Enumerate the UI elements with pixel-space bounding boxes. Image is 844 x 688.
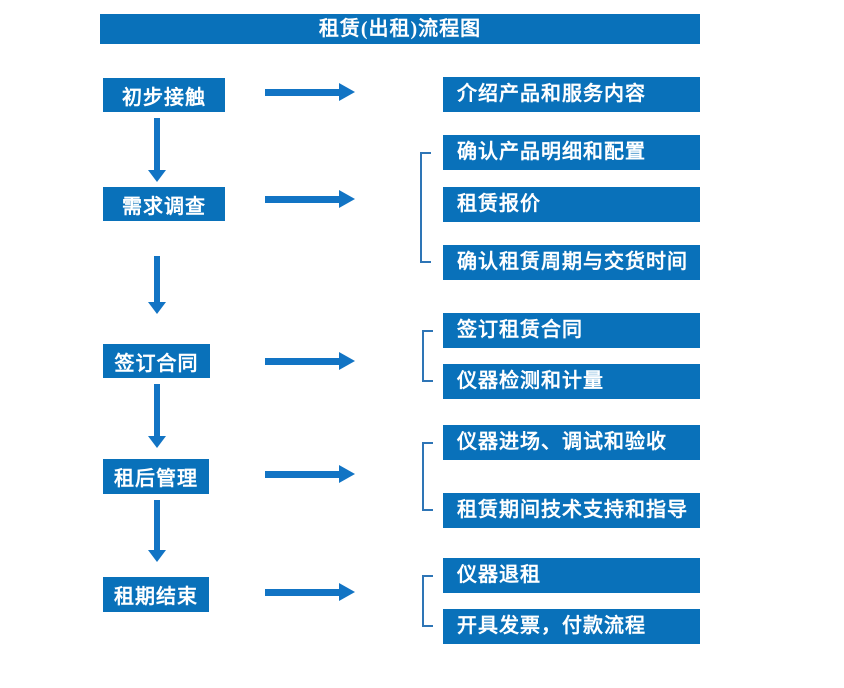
down-arrow-connector-4 — [148, 500, 166, 562]
detail-box-tech-support: 租赁期间技术支持和指导 — [443, 493, 700, 528]
detail-box-rental-quote: 租赁报价 — [443, 187, 700, 222]
arrow-shaft — [265, 470, 339, 478]
down-arrow-connector-3 — [148, 384, 166, 448]
arrow-head — [148, 170, 166, 182]
arrow-head — [148, 436, 166, 448]
arrow-shaft — [154, 500, 160, 550]
group-bracket-sign-contract — [422, 330, 433, 382]
group-bracket-rental-end — [422, 575, 433, 627]
down-arrow-connector-2 — [148, 256, 166, 314]
arrow-shaft — [265, 357, 339, 365]
detail-box-intro-products: 介绍产品和服务内容 — [443, 77, 700, 112]
step-sign-contract: 签订合同 — [103, 344, 210, 378]
arrow-head — [339, 352, 355, 370]
detail-box-confirm-period-delivery: 确认租赁周期与交货时间 — [443, 245, 700, 280]
arrow-head — [339, 83, 355, 101]
arrow-shaft — [154, 384, 160, 436]
step-initial-contact: 初步接触 — [103, 78, 225, 112]
detail-box-invoice-payment: 开具发票，付款流程 — [443, 609, 700, 644]
step-demand-survey: 需求调查 — [103, 187, 225, 221]
arrow-shaft — [265, 88, 339, 96]
right-arrow-connector-3 — [265, 352, 355, 370]
group-bracket-demand-survey — [420, 152, 431, 263]
step-rental-end: 租期结束 — [103, 577, 209, 612]
right-arrow-connector-5 — [265, 583, 355, 601]
arrow-shaft — [265, 588, 339, 596]
arrow-head — [339, 190, 355, 208]
detail-box-sign-rental-contract: 签订租赁合同 — [443, 313, 700, 348]
arrow-head — [148, 302, 166, 314]
detail-box-confirm-product-config: 确认产品明细和配置 — [443, 135, 700, 170]
arrow-shaft — [265, 195, 339, 203]
down-arrow-connector-1 — [148, 118, 166, 182]
right-arrow-connector-4 — [265, 465, 355, 483]
arrow-shaft — [154, 256, 160, 302]
right-arrow-connector-1 — [265, 83, 355, 101]
group-bracket-post-rental — [422, 442, 433, 511]
arrow-head — [339, 465, 355, 483]
arrow-head — [339, 583, 355, 601]
arrow-shaft — [154, 118, 160, 170]
detail-box-instrument-setup: 仪器进场、调试和验收 — [443, 425, 700, 460]
arrow-head — [148, 550, 166, 562]
flowchart-title: 租赁(出租)流程图 — [100, 14, 700, 44]
detail-box-instrument-testing: 仪器检测和计量 — [443, 364, 700, 399]
right-arrow-connector-2 — [265, 190, 355, 208]
detail-box-instrument-return: 仪器退租 — [443, 558, 700, 593]
step-post-rental-management: 租后管理 — [103, 459, 209, 494]
